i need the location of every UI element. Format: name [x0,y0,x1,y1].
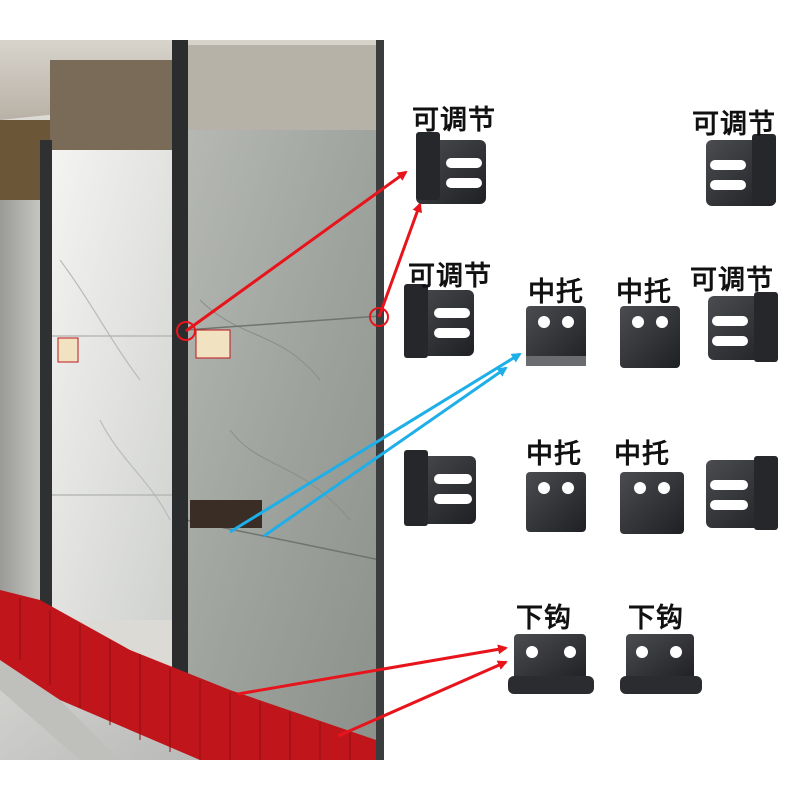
label-middle-support-3: 中托 [526,439,582,470]
label-adjustable-1: 可调节 [412,105,496,136]
label-middle-support-2: 中托 [616,277,672,308]
label-bottom-hook-1: 下钩 [516,603,572,634]
label-bottom-hook-2: 下钩 [628,603,684,634]
middle-support-3 [526,472,586,532]
red-arrow-hook-2 [337,660,508,738]
red-arrow-adjustable-2 [377,202,422,318]
label-adjustable-4: 可调节 [690,265,774,296]
bottom-hook-1 [508,634,594,694]
adjustable-bracket-4 [708,292,778,362]
bottom-hook-2 [620,634,702,694]
adjustable-bracket-6 [706,456,778,530]
pointer-arrows [185,170,522,738]
adjustable-bracket-5 [404,450,476,526]
label-middle-support-1: 中托 [528,277,584,308]
middle-support-1 [526,306,586,366]
red-arrow-adjustable-1 [185,170,408,333]
middle-support-2 [620,306,680,368]
blue-arrow-middle-1 [229,352,522,534]
blue-arrow-middle-2 [263,366,508,538]
showroom-photo [0,40,389,760]
adjustable-bracket-2 [706,134,776,206]
label-adjustable-2: 可调节 [692,109,776,140]
adjustable-bracket-1 [416,132,486,204]
adjustable-bracket-3 [404,284,474,358]
label-middle-support-4: 中托 [614,439,670,470]
red-arrow-hook-1 [237,644,508,696]
middle-support-4 [620,472,684,534]
label-adjustable-3: 可调节 [408,261,492,292]
